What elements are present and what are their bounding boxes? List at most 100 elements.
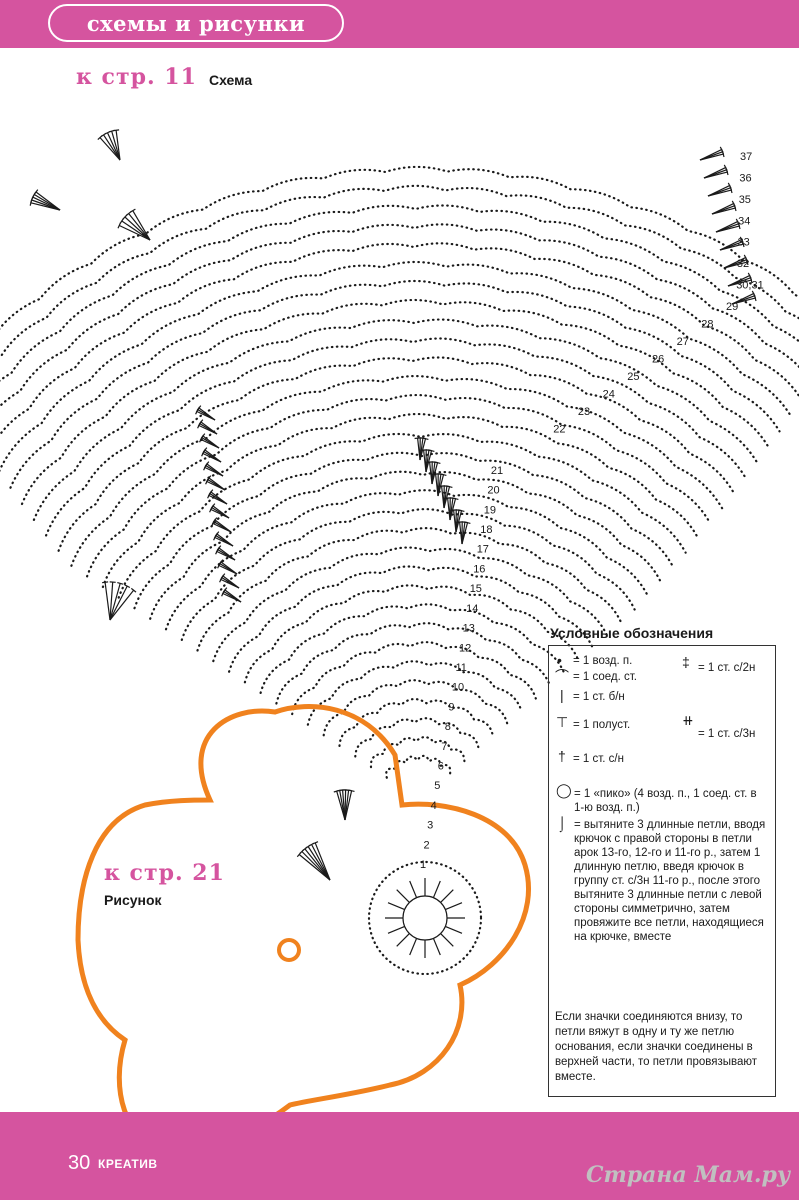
row-numbers: 37363534333230,3129282726252423222120191… bbox=[420, 151, 764, 871]
motif-chain-ring bbox=[367, 860, 483, 976]
stitch-row bbox=[86, 393, 712, 578]
motif-stitch bbox=[432, 938, 441, 956]
legend-item-chain: = 1 возд. п. bbox=[573, 655, 633, 667]
stitch-mark bbox=[218, 559, 224, 565]
stitch-mark bbox=[461, 522, 469, 545]
row-number: 20 bbox=[487, 485, 499, 497]
stitch-mark bbox=[419, 438, 427, 461]
double-crochet-icon: † bbox=[558, 748, 566, 764]
stitch-mark bbox=[431, 462, 439, 485]
page-number: 30 bbox=[68, 1152, 91, 1174]
row-number: 37 bbox=[740, 151, 752, 163]
stitch-mark bbox=[104, 582, 111, 621]
motif-stitch bbox=[387, 902, 405, 911]
stitch-mark bbox=[304, 848, 331, 881]
stitch-row bbox=[259, 603, 566, 694]
row-number: 32 bbox=[737, 258, 749, 270]
legend-item-sc: = 1 ст. б/н bbox=[573, 691, 625, 703]
row-number: 34 bbox=[738, 215, 750, 227]
stitch-mark bbox=[425, 450, 433, 473]
row-number: 8 bbox=[445, 721, 451, 733]
stitch-mark bbox=[216, 545, 222, 551]
row-number: 6 bbox=[438, 761, 444, 773]
stitch-mark bbox=[113, 129, 120, 132]
stitch-mark bbox=[301, 851, 331, 881]
row-number: 2 bbox=[424, 839, 430, 851]
flower-motif bbox=[367, 860, 483, 976]
chain-icon: • bbox=[557, 652, 562, 668]
stitch-mark bbox=[122, 214, 128, 220]
stitch-mark bbox=[117, 222, 122, 229]
stitch-mark bbox=[128, 213, 151, 241]
stitch-row bbox=[369, 736, 466, 769]
stitch-mark bbox=[731, 297, 756, 305]
stitch-mark bbox=[132, 210, 151, 241]
stitch-mark bbox=[741, 241, 745, 248]
stitch-mark bbox=[109, 583, 121, 621]
stitch-mark bbox=[721, 151, 725, 158]
stitch-mark bbox=[218, 547, 236, 561]
stitch-mark bbox=[117, 582, 124, 585]
stitch-mark bbox=[464, 521, 471, 524]
stitch-mark bbox=[715, 225, 740, 233]
stitch-row bbox=[0, 223, 799, 408]
row-number: 24 bbox=[603, 389, 615, 401]
row-number: 4 bbox=[431, 800, 437, 812]
row-number: 21 bbox=[491, 465, 503, 477]
stitch-mark bbox=[111, 131, 121, 161]
stitch-row bbox=[228, 565, 594, 673]
page-ref-top: к стр. 11 bbox=[76, 64, 197, 90]
stitch-mark bbox=[422, 437, 429, 440]
stitch-mark bbox=[35, 191, 61, 211]
stitch-mark bbox=[753, 295, 757, 302]
stitch-mark bbox=[443, 486, 451, 509]
stitch-row bbox=[9, 279, 781, 489]
motif-stitch bbox=[387, 925, 405, 934]
stitch-mark bbox=[707, 189, 732, 197]
stitch-mark bbox=[198, 419, 204, 425]
stitch-row bbox=[101, 412, 699, 589]
stitch-mark bbox=[699, 153, 724, 161]
diagram-arcs bbox=[0, 165, 799, 779]
stitch-mark bbox=[220, 561, 238, 575]
legend-item-picot: = 1 «пико» (4 возд. п., 1 соед. ст. в 1-… bbox=[574, 788, 757, 814]
stitch-row bbox=[0, 184, 799, 359]
stitch-row bbox=[291, 641, 537, 716]
stitch-mark bbox=[729, 187, 733, 194]
stitch-row bbox=[0, 165, 799, 330]
stitch-mark bbox=[222, 575, 240, 589]
stitch-mark bbox=[749, 277, 753, 284]
flower-outline bbox=[75, 704, 532, 1155]
stitch-row bbox=[0, 242, 799, 437]
stitch-mark bbox=[314, 842, 331, 881]
stitch-mark bbox=[196, 405, 202, 411]
stitch-row bbox=[0, 260, 792, 472]
flower-center-circle bbox=[277, 938, 301, 962]
legend-item-dtr: = 1 ст. с/3н bbox=[698, 728, 756, 740]
row-number: 16 bbox=[473, 563, 485, 575]
row-number: 3 bbox=[427, 820, 433, 832]
row-number: 19 bbox=[484, 504, 496, 516]
row-number: 15 bbox=[470, 583, 482, 595]
section-title-pill: схемы и рисунки bbox=[48, 4, 344, 42]
stitch-mark bbox=[204, 449, 222, 463]
slip-stitch-icon: ⌒ bbox=[555, 668, 569, 684]
stitch-row bbox=[180, 508, 636, 641]
stitch-mark bbox=[208, 477, 226, 491]
magazine-name: КРЕАТИВ bbox=[98, 1157, 158, 1171]
stitch-row bbox=[338, 698, 494, 747]
legend-item-dc: = 1 ст. с/н bbox=[573, 753, 624, 765]
row-number: 18 bbox=[480, 524, 492, 536]
motif-stitch bbox=[396, 889, 410, 903]
treble-icon: ‡ bbox=[682, 654, 690, 670]
cluster-icon: ⌡ bbox=[558, 815, 567, 831]
stitch-mark bbox=[428, 449, 435, 452]
picot-icon: ◯ bbox=[556, 782, 572, 798]
row-number: 36 bbox=[739, 172, 751, 184]
row-number: 27 bbox=[677, 336, 689, 348]
motif-stitch bbox=[445, 902, 463, 911]
stitch-mark bbox=[212, 517, 218, 523]
motif-stitch bbox=[432, 880, 441, 898]
motif-ring bbox=[402, 895, 448, 941]
